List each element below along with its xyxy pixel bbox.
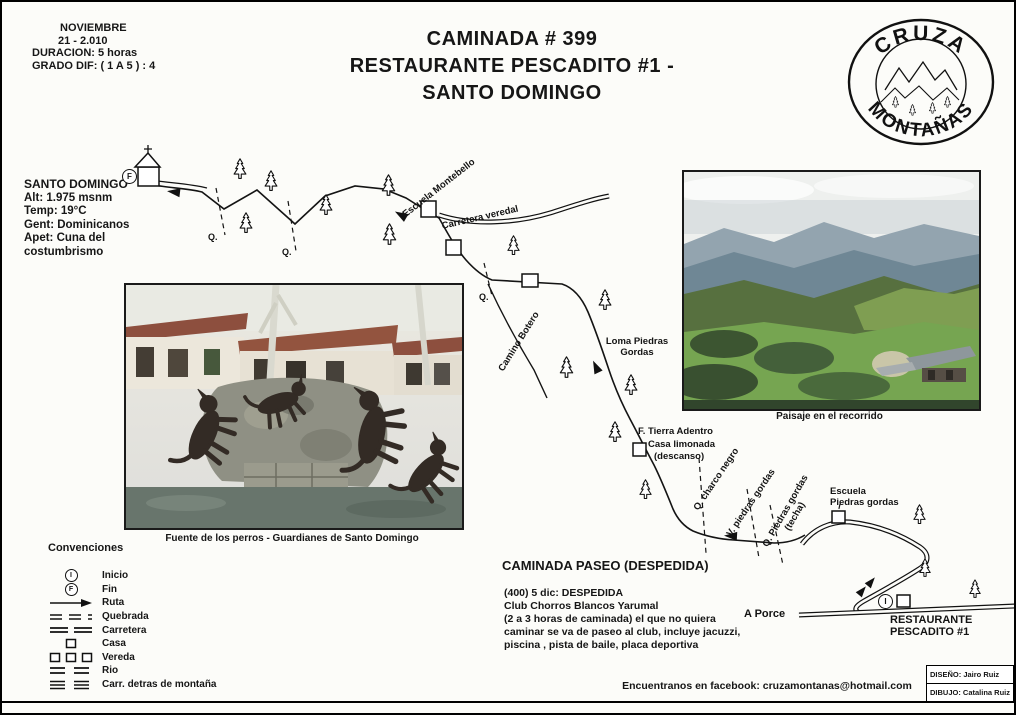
trail-path	[154, 184, 806, 544]
dogs-photo-caption: Fuente de los perros - Guardianes de San…	[165, 533, 419, 544]
destination-name: SANTO DOMINGO	[24, 177, 128, 191]
quebrada-abbrev-2: Q.	[282, 247, 292, 257]
route-arrows	[167, 188, 875, 598]
fin-symbol: F	[64, 582, 78, 596]
hike-duration: DURACION: 5 horas	[32, 47, 138, 59]
legend-row-rio: Rio	[40, 664, 216, 678]
label-a-porce: A Porce	[744, 608, 786, 620]
landscape-photo-caption: Paisaje en el recorrido	[776, 411, 883, 422]
quebrada-symbol	[50, 613, 92, 620]
label-restaurante: RESTAURANTE PESCADITO #1	[890, 614, 973, 638]
destination-temp: Temp: 19°C	[24, 205, 87, 217]
destination-apodo-1: Apet: Cuna del	[24, 232, 106, 244]
legend-title: Convenciones	[48, 542, 124, 554]
label-tierra-adentro: F. Tierra Adentro	[638, 426, 713, 437]
inicio-marker: I	[878, 594, 893, 609]
carretera-symbol	[50, 627, 92, 634]
vereda-symbol	[49, 652, 93, 663]
legend-row-inicio: I Inicio	[40, 569, 216, 583]
destination-gentilicio: Gent: Dominicanos	[24, 218, 130, 231]
legend-row-carr-detras: Carr. detras de montaña	[40, 678, 216, 692]
paseo-body: (400) 5 dic: DESPEDIDA Club Chorros Blan…	[504, 587, 741, 651]
paseo-title: CAMINADA PASEO (DESPEDIDA)	[502, 558, 709, 573]
destination-apodo-2: costumbrismo	[24, 245, 104, 258]
credits-box: DISEÑO: Jairo Ruiz DIBUJO: Catalina Ruiz	[926, 665, 1014, 702]
label-loma-piedras: Loma Piedras Gordas	[605, 336, 669, 358]
legend-row-casa: Casa	[40, 637, 216, 651]
carr-detras-symbol	[50, 680, 92, 689]
legend-row-quebrada: Quebrada	[40, 610, 216, 624]
legend-row-ruta: Ruta	[40, 596, 216, 610]
hike-month: NOVIEMBRE	[60, 22, 127, 34]
page-title: CAMINADA # 399 RESTAURANTE PESCADITO #1 …	[302, 26, 722, 107]
destination-info: SANTO DOMINGO Alt: 1.975 msnm Temp: 19°C…	[24, 177, 130, 259]
fin-marker: F	[122, 169, 137, 184]
trail-double-segment	[157, 180, 208, 189]
quebrada-abbrev-1: Q.	[208, 232, 218, 242]
quebrada-lines	[215, 187, 841, 566]
dogs-photo	[124, 283, 464, 530]
piedras-gordas-road	[800, 519, 930, 615]
design-credit: DISEÑO: Jairo Ruiz	[927, 666, 1013, 684]
ruta-symbol	[50, 598, 92, 607]
hike-meta: NOVIEMBRE 21 - 2.010 DURACION: 5 horas G…	[32, 22, 155, 72]
legend: I Inicio F Fin Ruta Quebrada Carretera C…	[40, 569, 216, 691]
carretera-veredal-road	[438, 193, 610, 225]
label-descanso: (descanso)	[654, 451, 705, 462]
house-symbols	[133, 145, 911, 608]
camino-botero-path	[487, 283, 548, 399]
title-line2: RESTAURANTE PESCADITO #1 -	[349, 55, 675, 77]
destination-altitude: Alt: 1.975 msnm	[24, 191, 113, 204]
drawing-credit: DIBUJO: Catalina Ruiz	[930, 688, 1011, 697]
label-casa-limonada: Casa limonada	[648, 439, 716, 450]
inicio-symbol: I	[64, 569, 78, 583]
casa-symbol	[65, 639, 77, 649]
legend-row-fin: F Fin	[40, 582, 216, 597]
logo-mountains	[884, 60, 958, 91]
rio-symbol	[50, 667, 92, 675]
title-line1: CAMINADA # 399	[426, 28, 598, 50]
club-logo: CRUZA MONTAÑAS	[847, 18, 995, 146]
porce-road	[798, 603, 1014, 618]
title-line3: SANTO DOMINGO	[422, 82, 602, 104]
legend-row-vereda: Vereda	[40, 651, 216, 665]
legend-row-carretera: Carretera	[40, 623, 216, 637]
label-escuela-piedras: Escuela Piedras gordas	[830, 486, 899, 508]
facebook-line: Encuentranos en facebook: cruzamontanas@…	[622, 680, 912, 692]
hike-date: 21 - 2.010	[58, 34, 108, 47]
landscape-photo	[682, 170, 981, 411]
bottom-rule	[2, 701, 1014, 703]
hike-grade: GRADO DIF: ( 1 A 5 ) : 4	[32, 59, 156, 72]
quebrada-abbrev-3: Q.	[479, 292, 489, 302]
